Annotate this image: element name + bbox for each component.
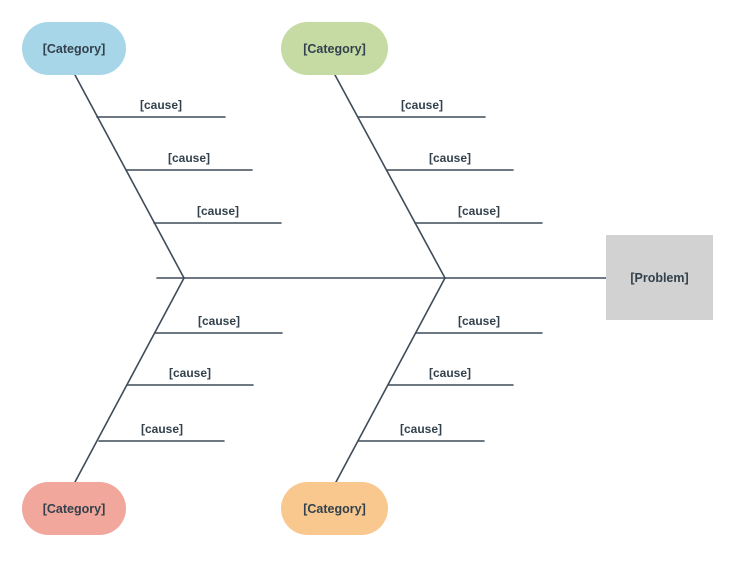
branch-line-top-left[interactable] (74, 74, 185, 279)
cause-label: [cause] (400, 422, 442, 436)
branch-line-bottom-middle[interactable] (335, 277, 446, 483)
cause-label: [cause] (458, 204, 500, 218)
category-label: [Category] (303, 502, 366, 516)
cause-label: [cause] (429, 366, 471, 380)
cause-label: [cause] (168, 151, 210, 165)
category-label: [Category] (303, 42, 366, 56)
cause-label: [cause] (458, 314, 500, 328)
cause-label: [cause] (141, 422, 183, 436)
cause-label: [cause] (140, 98, 182, 112)
problem-label: [Problem] (630, 271, 688, 285)
category-box-bottom-left[interactable] (22, 482, 126, 535)
category-box-bottom-middle[interactable] (281, 482, 388, 535)
cause-label: [cause] (198, 314, 240, 328)
category-box-top-middle[interactable] (281, 22, 388, 75)
category-box-top-left[interactable] (22, 22, 126, 75)
cause-label: [cause] (429, 151, 471, 165)
problem-box[interactable] (606, 235, 713, 320)
category-label: [Category] (43, 42, 106, 56)
cause-label: [cause] (197, 204, 239, 218)
category-label: [Category] (43, 502, 106, 516)
branch-line-bottom-left[interactable] (74, 277, 185, 483)
cause-label: [cause] (401, 98, 443, 112)
cause-label: [cause] (169, 366, 211, 380)
branch-line-top-middle[interactable] (334, 74, 446, 279)
